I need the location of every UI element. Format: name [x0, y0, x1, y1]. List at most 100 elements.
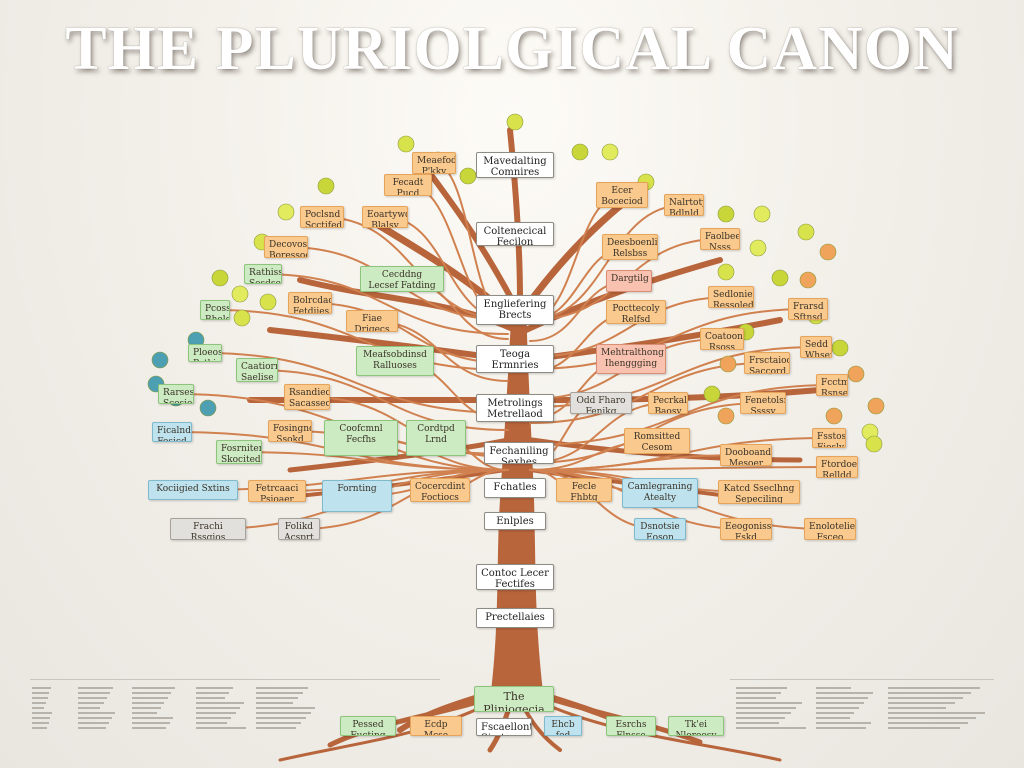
- left-branch-node: CaatiornoeSaelise: [236, 358, 278, 382]
- footer-fine-print: [78, 684, 118, 732]
- node-label-line: Bdlnld: [669, 209, 699, 216]
- root-branch-node: FscaellontedSisrtenaoe: [476, 718, 532, 736]
- node-label-line: Caatiornoe: [241, 362, 277, 372]
- node-label-line: Meaefode: [417, 156, 455, 166]
- leaf-cluster: [317, 177, 335, 195]
- node-label-line: P'kky: [421, 167, 447, 174]
- node-label-line: Coatoonlee: [705, 332, 743, 342]
- leaf-cluster: [799, 271, 817, 289]
- tree-leaves: [147, 113, 885, 453]
- leaf-cluster: [753, 205, 771, 223]
- root-branch-node: Tk'ei NloroosyWdessde: [668, 716, 724, 736]
- node-label-line: Rsandiedocesd: [289, 388, 329, 398]
- fine-print-line: [888, 687, 980, 689]
- node-label-line: Fecadt Pucd: [392, 178, 424, 196]
- fine-print-line: [736, 717, 785, 719]
- node-label-line: Atealty: [643, 493, 677, 503]
- node-label-line: Dsnotsie: [640, 522, 680, 532]
- right-branch-node: FcctmaioRsnsey: [816, 374, 848, 396]
- node-label-line: Nalrtoty: [669, 198, 704, 208]
- node-label-line: Fechaniling: [489, 446, 549, 457]
- left-branch-node: Frachi RssgiosExd: [170, 518, 246, 540]
- leaf-cluster: [397, 135, 415, 153]
- node-label-line: Enlples: [496, 516, 534, 527]
- node-label-line: Brects: [498, 310, 532, 321]
- fine-print-line: [256, 712, 311, 714]
- node-label-line: Fectifes: [495, 579, 535, 590]
- fine-print-line: [888, 722, 969, 724]
- root-line: [534, 698, 782, 762]
- leaf-cluster: [717, 407, 735, 425]
- root-branch-node: Ehcb fedElsy: [544, 716, 582, 736]
- footer-fine-print: [32, 684, 54, 732]
- twig: [298, 469, 509, 530]
- right-branch-node: FtordoeseRelldd: [816, 456, 858, 478]
- fine-print-line: [816, 727, 867, 729]
- node-label-line: Faolbees: [705, 232, 739, 242]
- node-label-line: Foctiocs: [421, 493, 459, 502]
- fine-print-line: [736, 707, 797, 709]
- trunk-node: Prectellaies: [476, 608, 554, 628]
- right-branch-node: Fecle FhbtgEonlersleng: [556, 478, 612, 502]
- node-label-line: Acsprt: [284, 533, 314, 540]
- fine-print-line: [736, 687, 788, 689]
- fine-print-line: [78, 687, 114, 689]
- node-label-line: Bhelose: [205, 315, 229, 320]
- fine-print-line: [32, 717, 51, 719]
- fine-print-line: [132, 702, 165, 704]
- node-label-line: Engliefering: [483, 299, 547, 310]
- node-label-line: Ihenggging: [604, 359, 658, 369]
- leaf-cluster: [825, 407, 843, 425]
- node-label-line: Pcosst: [205, 304, 229, 314]
- node-label-line: Relldd: [822, 471, 852, 478]
- fine-print-line: [32, 727, 47, 729]
- node-label-line: Ehcb fed: [551, 720, 575, 736]
- node-label-line: Sedloniee: [713, 290, 754, 300]
- leaf-cluster: [847, 365, 865, 383]
- node-label-line: Sftnsd: [793, 313, 823, 320]
- fine-print-line: [32, 707, 45, 709]
- node-label-line: Deesboenlioe: [607, 238, 658, 248]
- node-label-line: Decovosec: [269, 240, 308, 250]
- node-label-line: Eoson: [646, 533, 674, 540]
- node-label-line: Sesdsed: [249, 279, 281, 284]
- fine-print-line: [32, 722, 49, 724]
- node-label-line: Fenikg: [585, 407, 617, 414]
- node-label-line: Rarsest: [163, 388, 194, 398]
- node-label-line: Mesoer: [728, 459, 764, 466]
- fine-print-line: [132, 712, 158, 714]
- node-label-line: Romsitted: [633, 432, 681, 442]
- node-label-line: Camlegraning: [627, 482, 693, 492]
- node-label-line: Sepeciling: [735, 495, 783, 504]
- fine-print-line: [888, 692, 972, 694]
- node-label-line: Fosingnd: [273, 424, 312, 434]
- footer-fine-print: [196, 684, 248, 732]
- node-label-line: Cecddng: [381, 270, 423, 280]
- leaf-cluster: [601, 143, 619, 161]
- node-label-line: Odd Fharo: [576, 396, 626, 406]
- fine-print-line: [888, 707, 947, 709]
- node-label-line: Metrellaod: [487, 409, 543, 420]
- right-branch-node: Dargtilg: [606, 270, 652, 292]
- node-label-line: Fscaellonted: [481, 722, 531, 733]
- twig: [529, 308, 809, 370]
- left-branch-node: PcosstBhelose: [200, 300, 230, 320]
- left-branch-node: PloeosdPatkis: [188, 344, 222, 362]
- fine-print-line: [256, 707, 316, 709]
- node-label-line: Ermnries: [491, 360, 539, 371]
- twig: [309, 302, 509, 364]
- fine-print-line: [132, 697, 168, 699]
